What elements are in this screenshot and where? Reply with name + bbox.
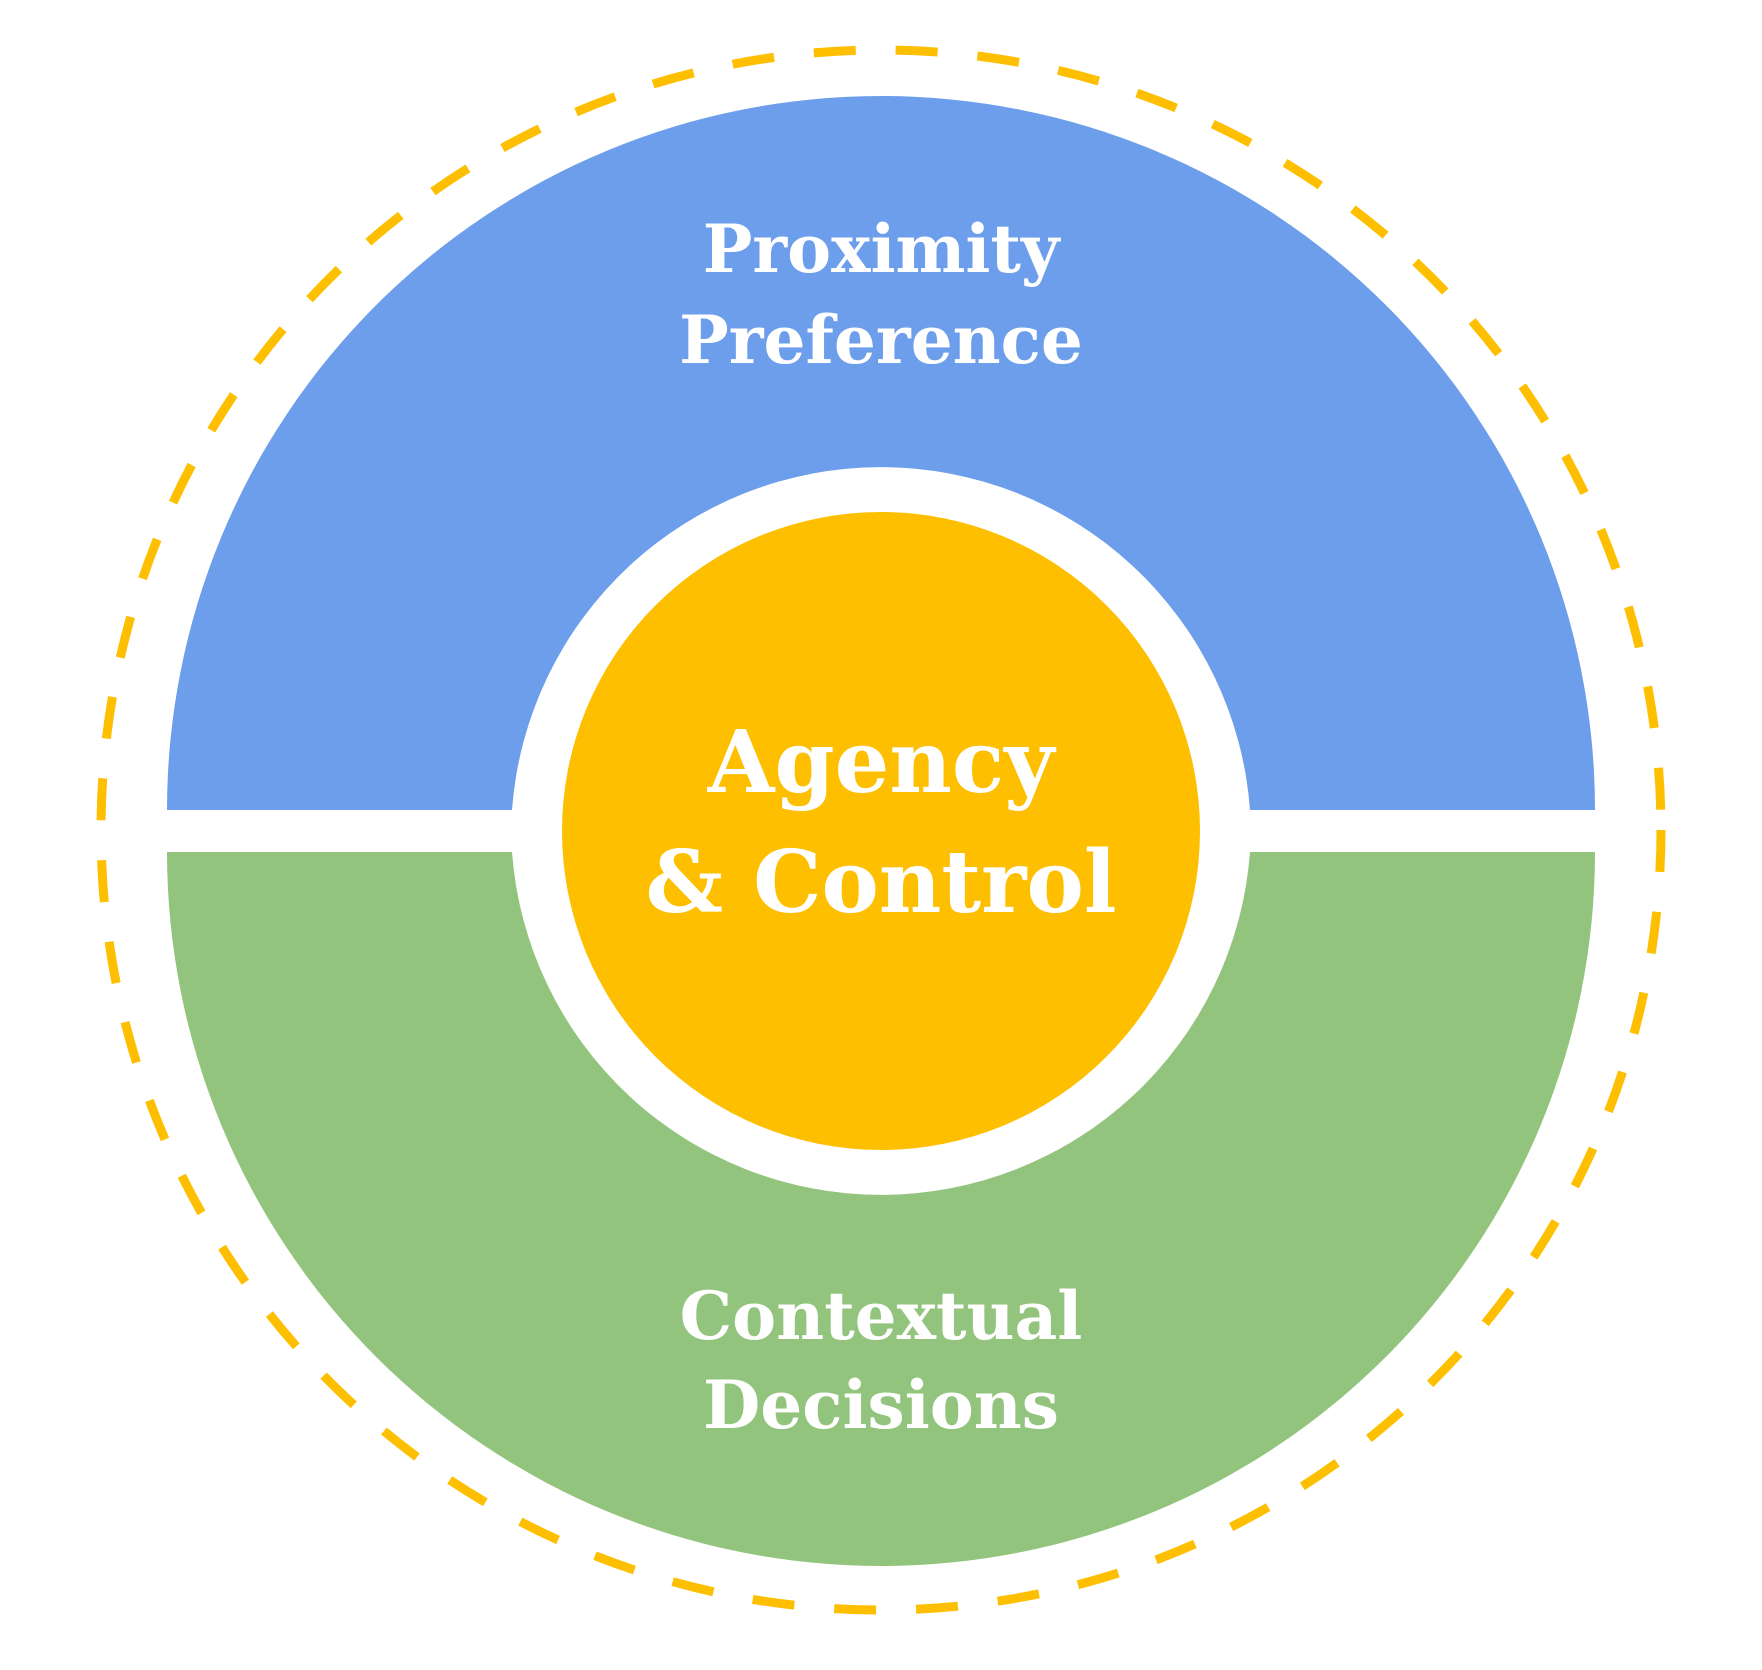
bottom-segment-label-line1: Contextual	[680, 1277, 1083, 1355]
center-label-line2: & Control	[646, 832, 1117, 933]
top-segment-label-line1: Proximity	[703, 210, 1061, 288]
top-segment-label-line2: Preference	[679, 301, 1083, 379]
outer-dashed-ring	[96, 45, 1666, 1615]
center-label-line1: Agency	[707, 712, 1057, 813]
center-circle	[562, 512, 1200, 1150]
top-segment-proximity-preference	[167, 96, 1595, 810]
bottom-segment-contextual-decisions	[167, 852, 1595, 1566]
bottom-segment-label-line2: Decisions	[703, 1366, 1059, 1444]
